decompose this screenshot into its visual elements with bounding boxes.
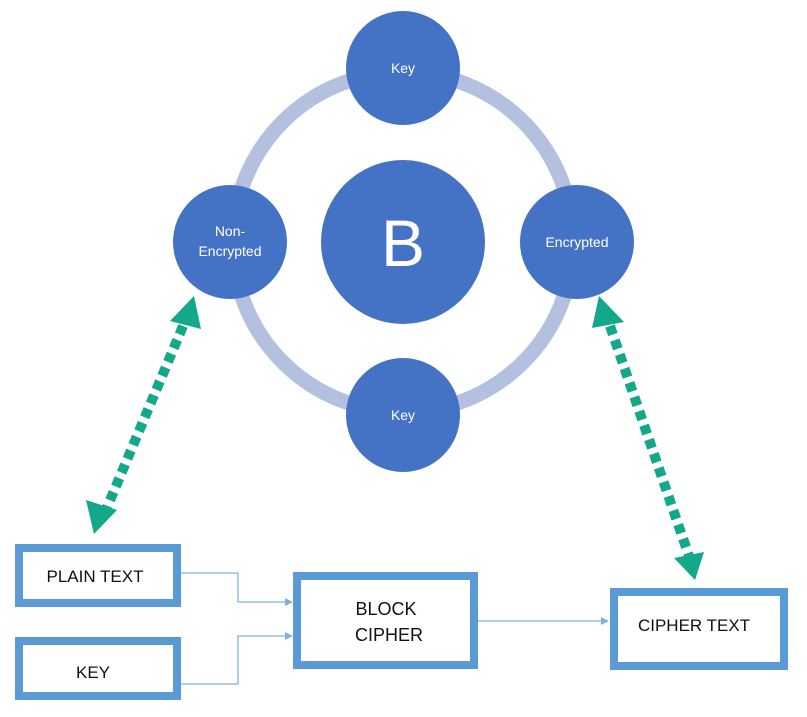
block-cipher-label-line1: BLOCK [355,599,416,619]
key-node-bottom [346,358,460,472]
dashed-arrow-right [605,324,694,558]
non-encrypted-node [173,185,287,299]
non-encrypted-node-label-line2: Encrypted [198,243,261,259]
key-node-top [346,11,460,125]
block-cipher-box: BLOCK CIPHER [293,572,478,669]
key-box-label: KEY [76,663,110,682]
encrypted-node-label: Encrypted [545,234,608,250]
cipher-text-label: CIPHER TEXT [638,616,750,635]
center-label: B [381,206,425,280]
dashed-arrow-left-head-top [170,296,201,329]
dashed-arrow-right-head-bottom [674,552,704,580]
plain-text-box: PLAIN TEXT [15,544,181,607]
center-node [321,160,485,324]
key-box: KEY [15,637,181,700]
cipher-text-box: CIPHER TEXT [610,588,788,670]
encrypted-node [520,185,634,299]
key-node-bottom-label: Key [391,407,415,423]
connector-key-to-cipher [181,632,293,685]
plain-text-label: PLAIN TEXT [47,567,144,586]
dashed-arrow-left-head-bottom [86,500,117,534]
non-encrypted-node-label-line1: Non- [215,223,246,239]
block-cipher-label-line2: CIPHER [355,625,423,645]
dashed-arrow-left [101,324,188,512]
connector-plain-to-cipher [181,572,293,606]
dashed-arrow-right-head-top [592,296,624,328]
key-node-top-label: Key [391,60,415,76]
